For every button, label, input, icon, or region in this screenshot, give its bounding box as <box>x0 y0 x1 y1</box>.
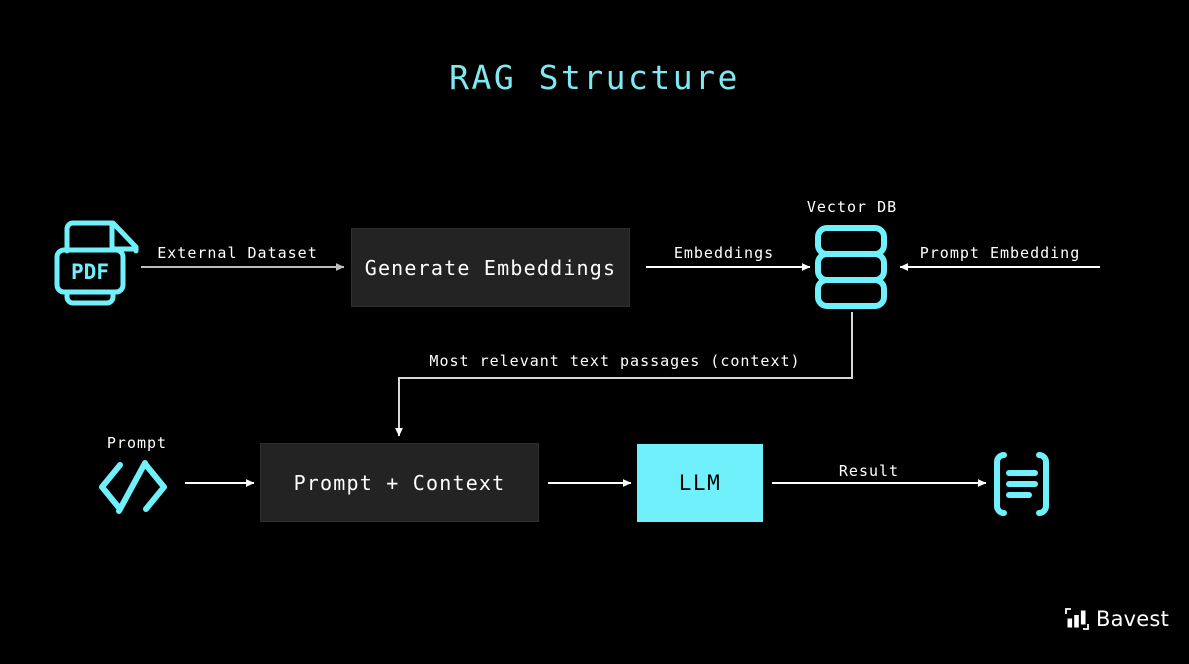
node-label-vector-db: Vector DB <box>806 198 898 216</box>
node-generate-embeddings[interactable]: Generate Embeddings <box>351 228 630 307</box>
pdf-file-icon <box>54 220 139 306</box>
bavest-logo-text: Bavest <box>1096 607 1169 631</box>
document-result-icon <box>994 452 1049 516</box>
bavest-logo: Bavest <box>1065 605 1169 633</box>
node-label-prompt: Prompt <box>106 434 168 452</box>
node-prompt-context[interactable]: Prompt + Context <box>260 443 539 522</box>
node-llm[interactable]: LLM <box>637 444 763 522</box>
code-brackets-icon <box>99 460 167 514</box>
page-title: RAG Structure <box>449 58 740 97</box>
edge-label-embeddings: Embeddings <box>673 244 775 262</box>
database-stack-icon <box>815 225 887 309</box>
edge-label-external-dataset: External Dataset <box>157 244 318 262</box>
edge-label-context: Most relevant text passages (context) <box>429 352 801 370</box>
bar-chart-logo-icon <box>1065 608 1089 630</box>
pdf-icon-label: PDF <box>71 260 109 284</box>
arrow-context-path <box>395 312 853 437</box>
edge-label-result: Result <box>838 462 900 480</box>
edge-label-prompt-embedding: Prompt Embedding <box>919 244 1081 262</box>
